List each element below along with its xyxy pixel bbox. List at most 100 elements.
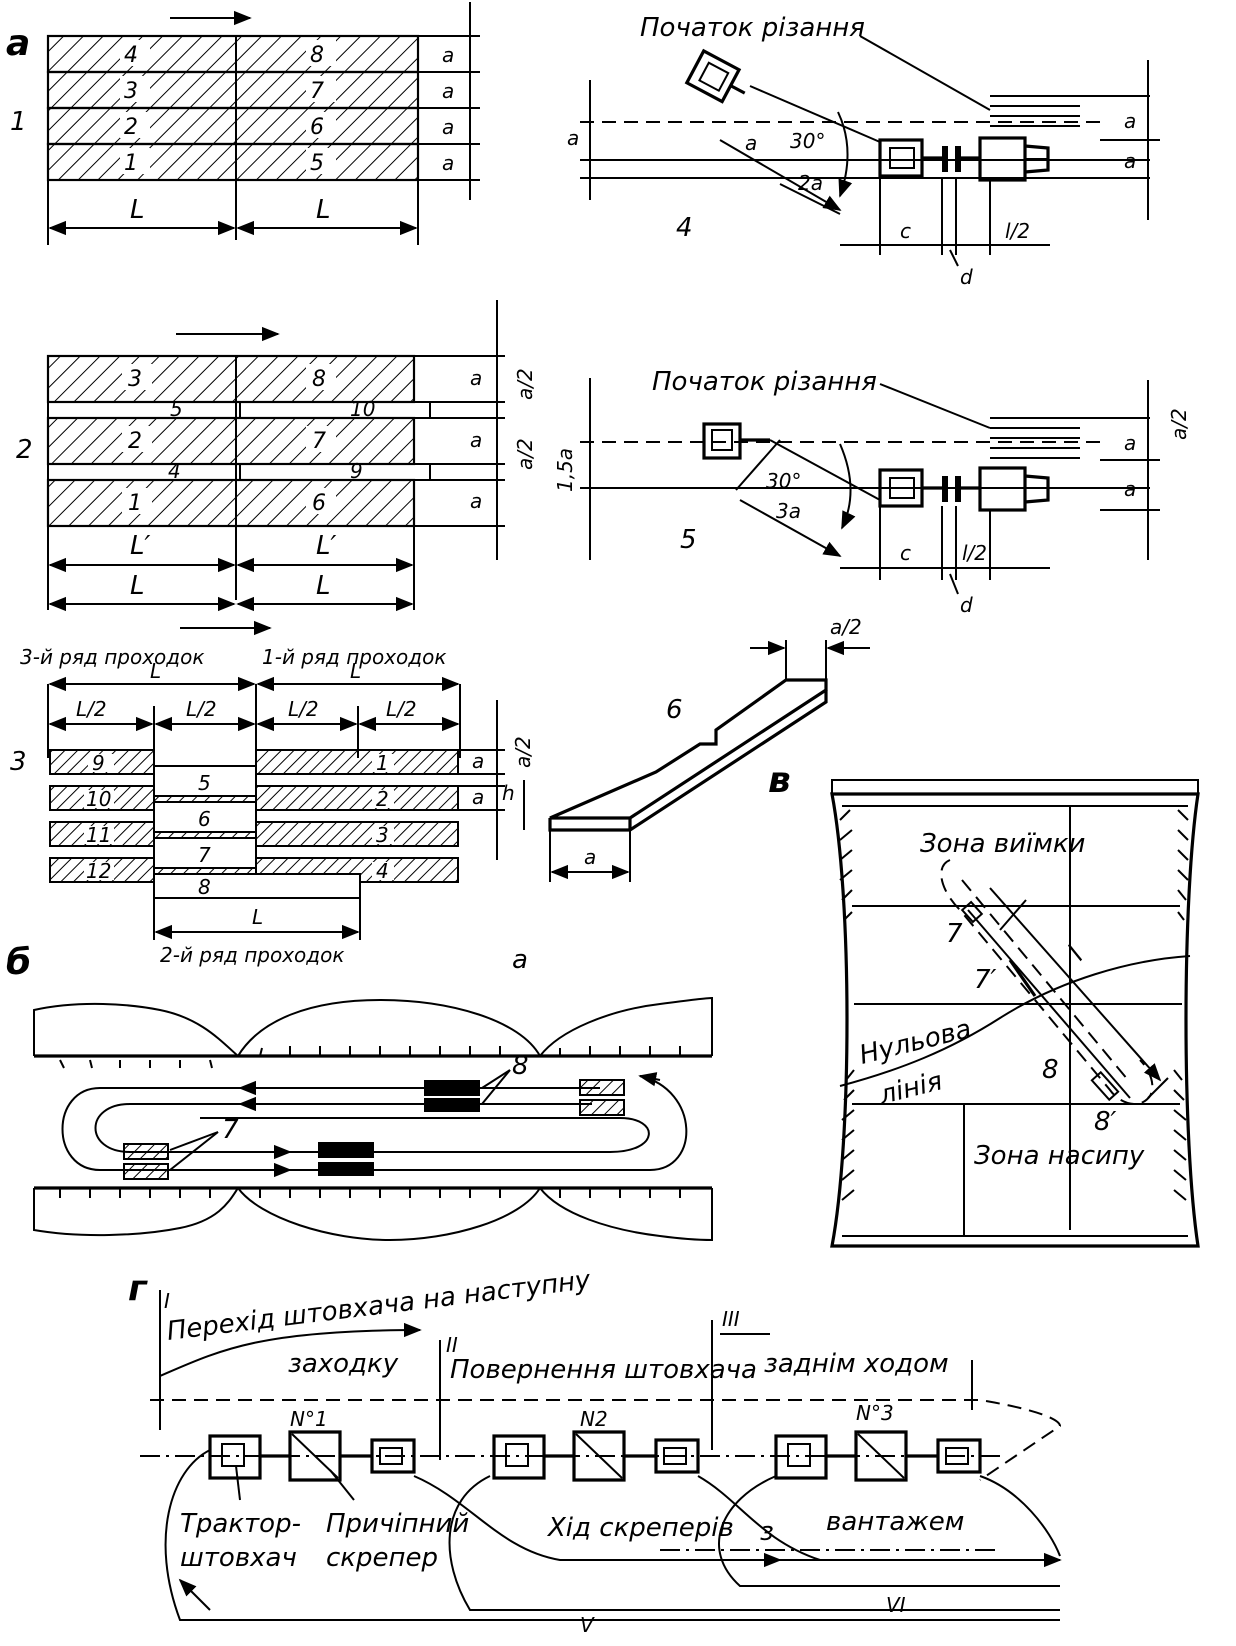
roman-1: I — [164, 1289, 170, 1313]
tractor-label: Трактор- — [180, 1509, 301, 1539]
dim-L: L — [150, 659, 161, 683]
row-label-2: 2 — [16, 435, 33, 465]
dim-half-a: a/2 — [513, 438, 537, 470]
dim-c: c — [900, 219, 911, 243]
scheme-3: 3-й ряд проходок 1-й ряд проходок L L L/… — [10, 620, 535, 967]
dim-a: a — [470, 428, 482, 452]
dim-3a: 3a — [776, 499, 801, 523]
strip-num: 1 — [376, 751, 389, 775]
dim-a: a — [472, 785, 484, 809]
scheme-b: б a 8 7 — [6, 942, 713, 1242]
convoy-3 — [774, 1430, 982, 1482]
dim-half-a: a/2 — [1167, 408, 1191, 440]
row-label-1: 1 — [10, 107, 27, 137]
dim-a: a — [470, 489, 482, 513]
roman-3: III — [722, 1307, 740, 1331]
roman-2: II — [446, 1333, 458, 1357]
label-8: 8 — [512, 1051, 529, 1081]
dim-l: l — [1062, 941, 1090, 966]
convoy-1 — [208, 1430, 416, 1482]
scraper-loaded — [318, 1162, 374, 1176]
start-cut-label: Початок різання — [652, 367, 877, 397]
dim-a: a — [584, 845, 596, 869]
dim-c: c — [900, 541, 911, 565]
transition-label: Перехід штовхача на наступну — [165, 1265, 592, 1347]
strip-num: 6 — [310, 115, 324, 140]
scraper-no-3: N°3 — [856, 1401, 894, 1425]
scheme-2: 2 3 5 2 4 1 8 10 7 9 6 a a a a/2 a/2 L′ … — [16, 300, 537, 612]
strip-num: 5 — [198, 771, 211, 795]
scheme-5: Початок різання 1,5a a a a/2 30° 3a — [553, 367, 1191, 617]
transition-label-2: заходку — [288, 1349, 399, 1379]
tractor-label-2: штовхач — [180, 1543, 297, 1573]
strip-num: 9 — [350, 459, 363, 483]
return-label: Повернення штовхача — [450, 1355, 757, 1385]
start-cut-label: Початок різання — [640, 13, 865, 43]
with-label: з — [760, 1517, 774, 1547]
marker-8: 8 — [1042, 1055, 1059, 1085]
strip-num: 8 — [312, 367, 326, 392]
strip-num: 4 — [168, 459, 181, 483]
dim-h: h — [502, 781, 515, 805]
marker-7: 7 — [946, 919, 963, 949]
dim-L-half: L/2 — [386, 697, 417, 721]
dim-a: a — [1124, 149, 1136, 173]
strip-num: 10 — [86, 787, 111, 811]
scraper-loaded — [318, 1142, 374, 1158]
tractor-body — [878, 138, 924, 178]
angle-30: 30° — [766, 469, 801, 493]
row-label-4: 4 — [676, 213, 693, 243]
load-label: вантажем — [826, 1507, 964, 1537]
dim-L: L — [130, 571, 145, 601]
dim-half-a: a/2 — [511, 736, 535, 768]
strip-num: 3 — [124, 79, 138, 104]
dim-a: a — [442, 115, 454, 139]
strip-num: 10 — [350, 397, 375, 421]
strip-num: 4 — [124, 43, 138, 68]
dim-L: L — [350, 659, 361, 683]
strip-1-5 — [46, 142, 420, 182]
label-7: 7 — [222, 1115, 239, 1145]
strip-num: 5 — [170, 397, 183, 421]
scraper-empty — [579, 1079, 625, 1096]
strip-num: 6 — [312, 491, 326, 516]
strip-num: 2 — [376, 787, 389, 811]
trailer-label-2: скрепер — [326, 1543, 438, 1573]
strip-num: 4 — [376, 859, 389, 883]
dim-L: L — [316, 571, 331, 601]
label-a: a — [512, 945, 528, 975]
panel-label-a: а — [6, 23, 30, 64]
strip-num: 7 — [312, 429, 326, 454]
convoy-2 — [492, 1430, 700, 1482]
scraper-move-label: Хід скреперів — [546, 1513, 734, 1543]
panel-label-b: б — [6, 942, 31, 983]
strip-4-8 — [46, 34, 420, 74]
scraper-loaded — [424, 1098, 480, 1112]
strip-num: 8 — [310, 43, 324, 68]
dim-1-5a: 1,5a — [553, 448, 577, 492]
dim-a: a — [472, 749, 484, 773]
dim-L-half: L/2 — [186, 697, 217, 721]
dim-a: a — [567, 126, 579, 150]
strip-num: 7 — [198, 843, 211, 867]
scraper-no-2: N2 — [580, 1407, 608, 1431]
strip-num: 1 — [124, 151, 138, 176]
dim-d: d — [960, 265, 973, 289]
scraper-empty — [123, 1143, 169, 1160]
marker-8-prime: 8′ — [1094, 1107, 1117, 1137]
scraper-empty — [579, 1099, 625, 1116]
row3-third-label: 3-й ряд проходок — [20, 645, 204, 669]
dim-a: a — [470, 366, 482, 390]
scheme-4: Початок різання a a a a 2a 30° — [567, 13, 1160, 289]
strip-num: 8 — [198, 875, 211, 899]
panel-label-g: г — [128, 1268, 148, 1309]
dim-half-a: a/2 — [830, 615, 862, 639]
dim-a: a — [442, 151, 454, 175]
roman-6: VI — [886, 1593, 906, 1617]
strip-2-6 — [46, 106, 420, 146]
strip-num: 12 — [86, 859, 111, 883]
dim-a: a — [1124, 477, 1136, 501]
dim-L: L — [130, 195, 145, 225]
strip-num: 11 — [86, 823, 111, 847]
